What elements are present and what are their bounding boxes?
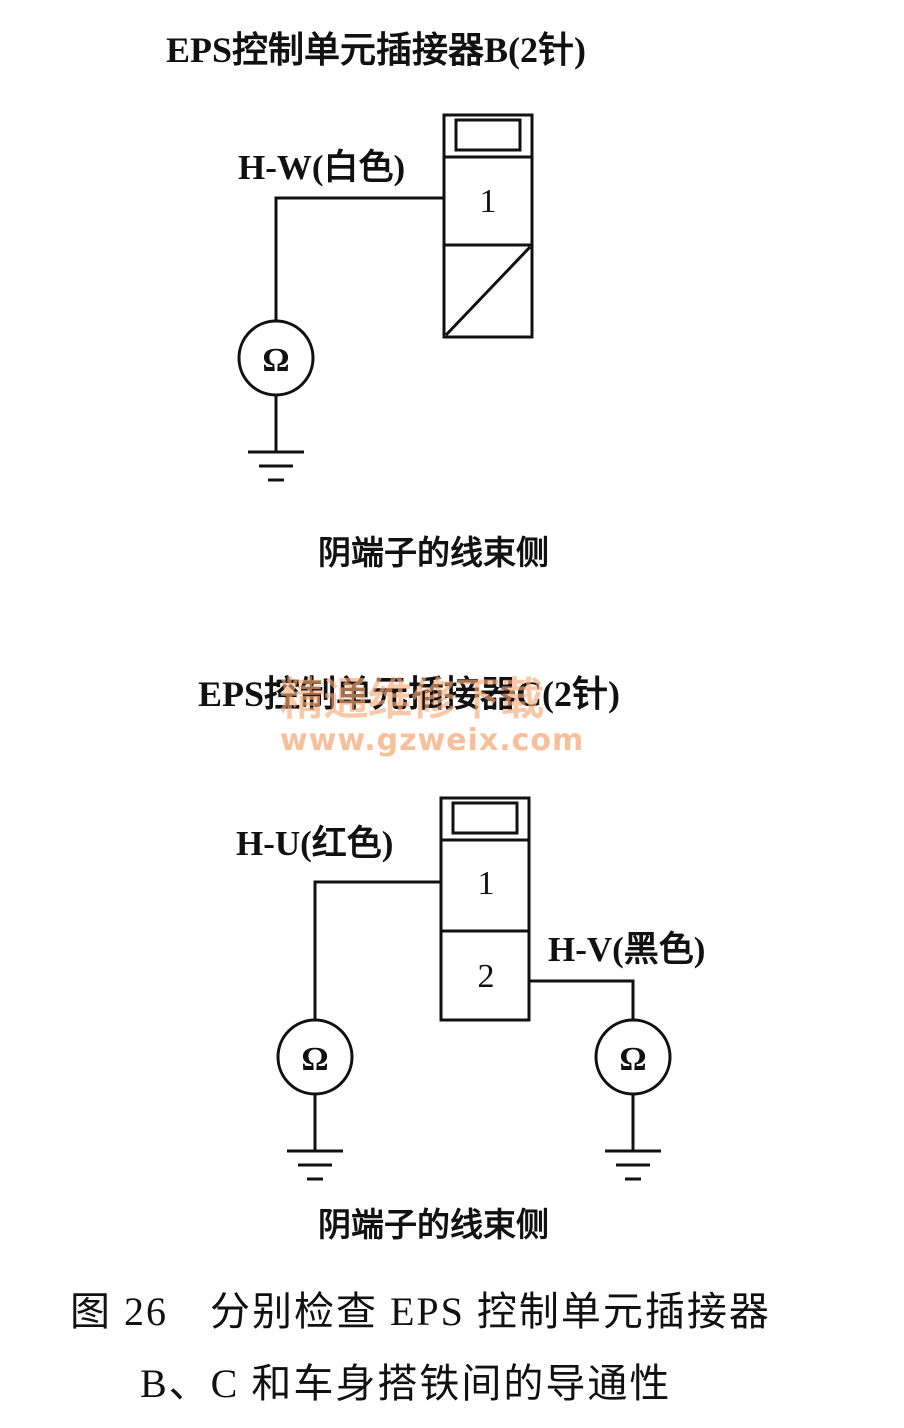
figure-caption-line-1: 图 26 分别检查 EPS 控制单元插接器 <box>70 1289 771 1334</box>
connector-b-wire-label: H-W(白色) <box>238 148 406 187</box>
connector-c-latch <box>451 801 519 835</box>
watermark-text: 精通维修下载 <box>280 674 544 725</box>
watermark-url: www.gzweix.com <box>280 723 585 758</box>
connector-c-pin-1: 1 <box>478 865 495 902</box>
connector-b-pin-1: 1 <box>480 183 497 220</box>
connector-c-wire-label-pin-2: H-V(黑色) <box>548 930 706 969</box>
connector-c: 1 2 <box>439 796 531 1022</box>
ohmmeter-b: Ω <box>237 319 315 397</box>
ground-c-left-icon <box>287 1094 343 1181</box>
connector-b-latch <box>454 118 522 152</box>
ohmmeter-b-symbol: Ω <box>262 342 289 379</box>
ohmmeter-c-right: Ω <box>594 1018 672 1096</box>
ground-b-icon <box>248 395 304 482</box>
connector-c-side-label: 阴端子的线束侧 <box>318 1208 549 1244</box>
connector-c-title: EPS控制单元插接器C(2针) <box>198 674 620 714</box>
connector-c-wire-pin-1 <box>313 880 441 1020</box>
connector-b-wire <box>274 196 444 321</box>
connector-c-body <box>439 796 531 1022</box>
connector-b-body <box>442 113 534 339</box>
connector-c-pin-2: 2 <box>478 958 495 995</box>
connector-b: 1 <box>442 113 534 339</box>
ohmmeter-c-left: Ω <box>276 1018 354 1096</box>
ground-c-right-icon <box>605 1094 661 1181</box>
connector-b-side-label: 阴端子的线束侧 <box>318 536 549 572</box>
connector-b-title: EPS控制单元插接器B(2针) <box>166 30 587 70</box>
connector-c-wire-label-pin-1: H-U(红色) <box>236 824 394 863</box>
connector-c-wire-pin-2 <box>529 979 635 1020</box>
ohmmeter-c-right-symbol: Ω <box>619 1041 646 1078</box>
connector-b-empty-slot-hatch <box>444 245 532 337</box>
ohmmeter-c-left-symbol: Ω <box>301 1041 328 1078</box>
figure-caption-line-2: B、C 和车身搭铁间的导通性 <box>140 1361 672 1406</box>
